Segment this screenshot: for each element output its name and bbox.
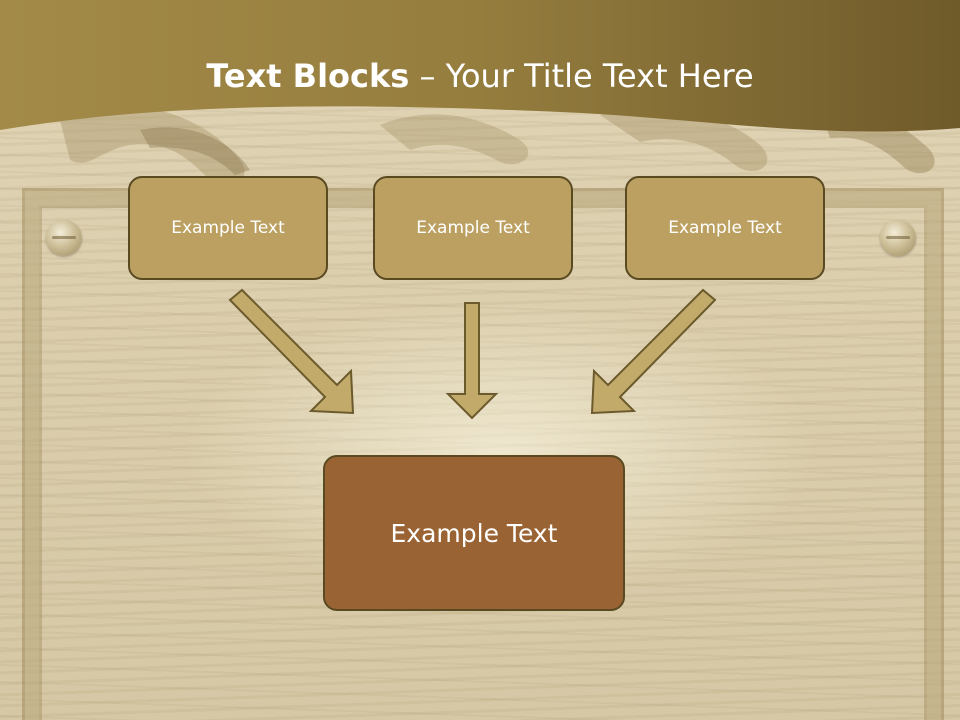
title-rest-text: Your Title Text Here	[445, 57, 754, 95]
rivet-top-left	[46, 220, 82, 256]
text-block-3-label: Example Text	[668, 218, 782, 238]
rivet-top-right	[880, 220, 916, 256]
target-block-label: Example Text	[390, 518, 558, 548]
text-block-2-label: Example Text	[416, 218, 530, 238]
slide-title: Text Blocks – Your Title Text Here	[0, 54, 960, 98]
text-block-2: Example Text	[373, 176, 573, 280]
target-block: Example Text	[323, 455, 625, 611]
header-band	[0, 0, 960, 132]
text-block-1-label: Example Text	[171, 218, 285, 238]
text-block-1: Example Text	[128, 176, 328, 280]
title-bold-text: Text Blocks	[206, 57, 410, 95]
title-dash: –	[409, 57, 446, 95]
text-block-3: Example Text	[625, 176, 825, 280]
